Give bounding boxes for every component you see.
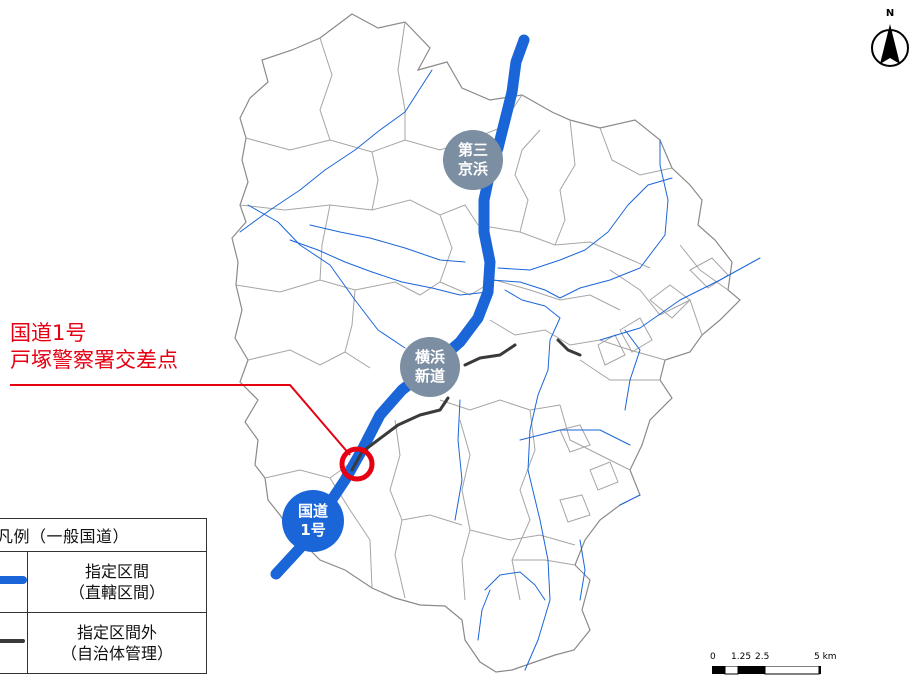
callout-intersection-label: 戸塚警察署交差点: [10, 348, 178, 372]
legend-title: 凡例（一般国道）: [0, 518, 207, 552]
legend-row: 指定区間外 （自治体管理）: [0, 612, 207, 674]
yokohama-city-boundary: [231, 13, 741, 673]
badge-route-1: 国道 1号: [282, 490, 344, 552]
north-arrow-icon: [871, 24, 909, 67]
legend-label-local: 指定区間外 （自治体管理）: [27, 612, 207, 674]
legend-swatch-direct: [0, 551, 28, 613]
port-area-boundaries: [559, 257, 729, 523]
scale-bar: 0 1.25 2.5 5 km: [710, 652, 842, 680]
north-label: N: [885, 8, 895, 19]
scale-tick: 1.25: [731, 652, 752, 662]
ward-boundaries: [235, 21, 729, 601]
intersection-marker[interactable]: [339, 446, 375, 482]
legend-label-direct: 指定区間 （直轄区間）: [27, 551, 207, 613]
scale-tick: 0: [710, 652, 716, 662]
scale-tick: 2.5: [755, 652, 770, 662]
badge-daisan-keihin: 第三 京浜: [443, 130, 503, 190]
legend-row: 指定区間 （直轄区間）: [0, 551, 207, 613]
badge-yokohama-shindo: 横浜 新道: [400, 337, 460, 397]
callout-route-label: 国道1号: [10, 321, 87, 345]
north-arrow: N: [870, 8, 910, 70]
scale-tick: 5 km: [814, 652, 837, 662]
legend-swatch-local: [0, 612, 28, 674]
map-legend: 凡例（一般国道） 指定区間 （直轄区間） 指定区間外 （自治体管理）: [0, 518, 207, 674]
scale-bar-graphic: [712, 666, 821, 675]
callout-leader-line: [10, 384, 351, 456]
